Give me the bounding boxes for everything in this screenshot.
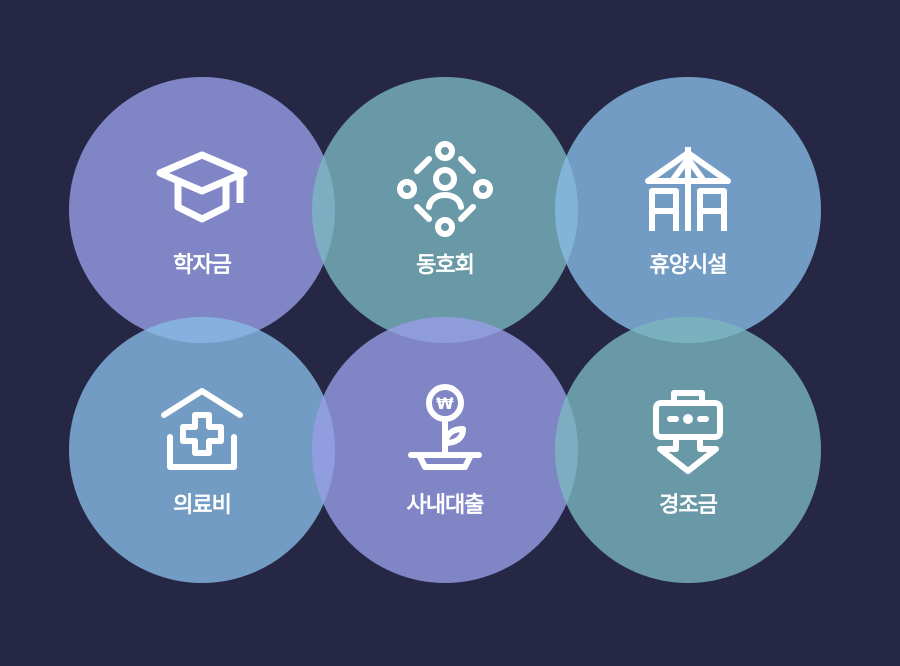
benefit-label: 휴양시설 [649, 253, 728, 278]
graduation-cap-icon [156, 151, 248, 223]
benefit-resort[interactable]: 휴양시설 [555, 77, 821, 343]
benefit-label: 학자금 [173, 253, 232, 278]
won-plant-loan-icon: ₩ [408, 384, 482, 470]
svg-text:₩: ₩ [436, 394, 454, 413]
benefit-label: 경조금 [659, 493, 718, 518]
medical-house-icon [161, 388, 243, 470]
benefit-label: 의료비 [173, 493, 232, 518]
benefit-label: 사내대출 [406, 493, 485, 518]
benefit-tuition[interactable]: 학자금 [69, 77, 335, 343]
benefit-congratulatory[interactable]: 경조금 [555, 317, 821, 583]
briefcase-down-arrow-icon [653, 390, 723, 474]
benefit-club[interactable]: 동호회 [312, 77, 578, 343]
benefit-loan[interactable]: ₩ 사내대출 [312, 317, 578, 583]
community-people-icon [397, 141, 493, 237]
benefit-medical[interactable]: 의료비 [69, 317, 335, 583]
parasol-resort-icon [645, 147, 731, 231]
benefit-label: 동호회 [416, 253, 475, 278]
